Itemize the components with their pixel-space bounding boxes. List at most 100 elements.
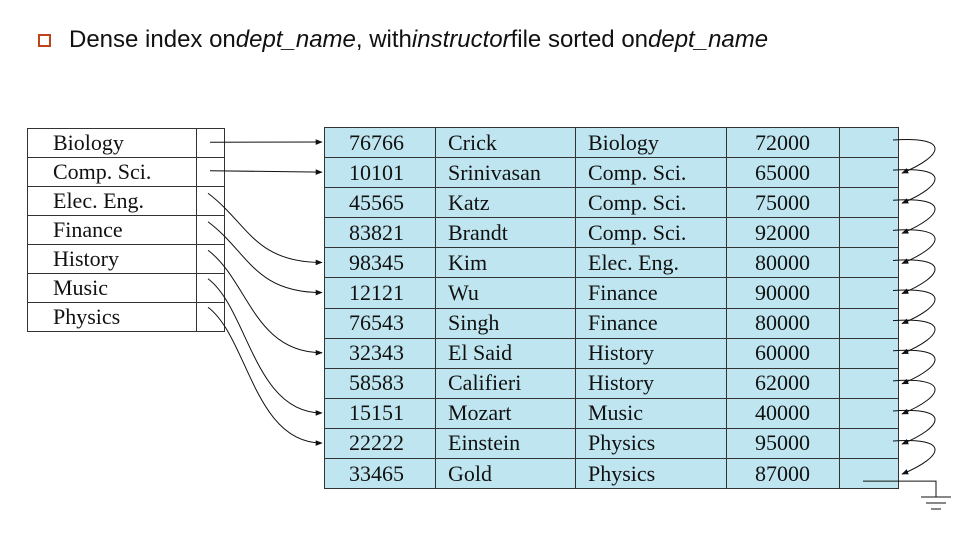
record-chain-arrow [892,440,936,475]
title-text-6: dept_name [648,26,769,53]
record-chain-arrow [892,199,936,234]
index-pointer-cell [196,128,225,158]
record-name: Crick [435,126,576,159]
record-next-pointer-cell [839,307,899,339]
record-name: Mozart [435,397,576,429]
record-salary: 40000 [726,397,840,429]
index-key: Physics [27,302,197,332]
index-pointer-cell [196,186,225,216]
index-entry: History [27,244,225,274]
record-dept: Physics [575,458,727,490]
index-pointer-cell [196,215,225,245]
record-chain-arrow [892,229,936,264]
slide-title: Dense index on dept_name, with instructo… [38,26,768,54]
record-id: 32343 [324,337,436,369]
index-entry: Music [27,273,225,303]
record-chain-arrow [892,379,936,415]
index-pointer-cell [196,244,225,274]
record-salary: 65000 [726,157,840,189]
record-name: Srinivasan [435,157,576,189]
record-next-pointer-cell [839,126,899,159]
index-key: Comp. Sci. [27,157,197,187]
index-pointer-cell [196,302,225,332]
record-next-pointer-cell [839,397,899,429]
record-id: 76766 [324,126,436,159]
record-next-pointer-cell [839,427,899,460]
index-key: Biology [27,128,197,158]
record-dept: Physics [575,427,727,460]
record-chain-arrow [892,349,936,385]
record-salary: 62000 [726,367,840,399]
record-salary: 80000 [726,307,840,339]
index-entry: Elec. Eng. [27,186,225,216]
record-id: 12121 [324,277,436,309]
index-pointer-arrow [207,192,323,266]
record-dept: History [575,337,727,369]
record-chain-arrow [892,139,936,174]
record-next-pointer-cell [839,277,899,309]
index-key: Finance [27,215,197,245]
record-name: Gold [435,458,576,490]
index-pointer-arrow [209,169,323,175]
index-pointer-arrow [207,249,323,356]
record-next-pointer-cell [839,337,899,369]
record-dept: History [575,367,727,399]
record-chain-arrow [892,289,936,325]
record-chain-arrow [892,319,936,355]
index-key: History [27,244,197,274]
record-id: 98345 [324,247,436,279]
record-id: 76543 [324,307,436,339]
record-next-pointer-cell [839,367,899,399]
record-chain-arrow [892,409,936,445]
record-id: 45565 [324,187,436,219]
index-pointer-cell [196,157,225,187]
record-name: Singh [435,307,576,339]
record-salary: 87000 [726,458,840,490]
bullet-square-icon [38,33,51,47]
record-next-pointer-cell [839,187,899,219]
record-dept: Finance [575,307,727,339]
index-pointer-arrow [207,306,323,446]
record-salary: 72000 [726,126,840,159]
record-dept: Comp. Sci. [575,187,727,219]
record-chain-arrow [892,169,936,204]
index-entry: Physics [27,302,225,332]
index-pointer-arrow [207,221,323,296]
record-name: Brandt [435,217,576,249]
record-name: Einstein [435,427,576,460]
record-salary: 80000 [726,247,840,279]
record-id: 22222 [324,427,436,460]
index-entry: Biology [27,128,225,158]
record-name: El Said [435,337,576,369]
record-salary: 95000 [726,427,840,460]
record-dept: Comp. Sci. [575,157,727,189]
record-id: 33465 [324,458,436,490]
record-next-pointer-cell [839,157,899,189]
record-dept: Biology [575,126,727,159]
record-next-pointer-cell [839,458,899,490]
record-name: Wu [435,277,576,309]
record-name: Kim [435,247,576,279]
record-name: Katz [435,187,576,219]
record-name: Califieri [435,367,576,399]
title-text-5: file sorted on [510,26,649,53]
index-key: Elec. Eng. [27,186,197,216]
record-dept: Music [575,397,727,429]
record-dept: Elec. Eng. [575,247,727,279]
record-next-pointer-cell [839,247,899,279]
record-salary: 75000 [726,187,840,219]
title-text-3: , with [355,26,412,53]
index-pointer-cell [196,273,225,303]
index-entry: Comp. Sci. [27,157,225,187]
record-dept: Comp. Sci. [575,217,727,249]
